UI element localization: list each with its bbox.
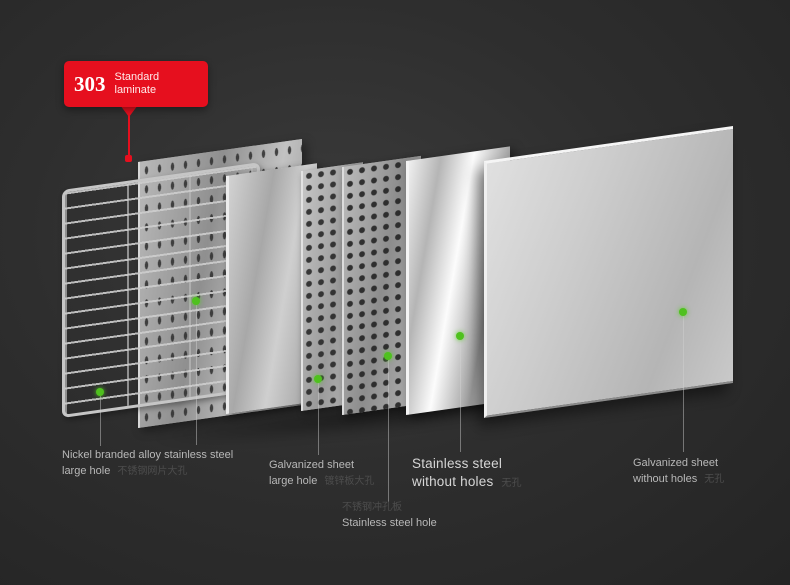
label-text: without holes [633, 472, 698, 485]
marker-dot [192, 297, 200, 305]
label-galvanized-large-hole: Galvanized sheet large hole 镀锌板大孔 [269, 458, 409, 490]
label-text: Nickel branded alloy stainless steel [62, 449, 234, 461]
label-text-cn: 镀锌板大孔 [324, 475, 375, 487]
label-text: Galvanized sheet [269, 459, 354, 471]
label-text: Galvanized sheet [633, 457, 718, 469]
label-text: Stainless steel hole [342, 516, 437, 529]
label-text: large hole [269, 474, 318, 487]
marker-dot [456, 332, 464, 340]
callout-dot [125, 155, 132, 162]
badge-number: 303 [74, 71, 106, 96]
badge-label: Standard laminate [114, 71, 160, 96]
label-text-cn: 不锈钢冲孔板 [342, 502, 402, 513]
galvanized-panel-no-holes [484, 126, 733, 418]
label-text: large hole [62, 464, 111, 477]
leader-line [388, 360, 389, 502]
label-text: Stainless steel [412, 456, 503, 471]
callout-arrow-icon [120, 105, 138, 117]
label-text-cn: 无孔 [501, 477, 522, 489]
leader-line [100, 396, 101, 446]
marker-dot [384, 352, 392, 360]
label-text-cn: 不锈钢网片大孔 [117, 465, 188, 477]
label-wire-rack: Nickel branded alloy stainless steel lar… [62, 448, 277, 480]
leader-line [460, 340, 461, 452]
marker-dot [96, 388, 104, 396]
leader-line [683, 316, 684, 452]
label-stainless-without-holes: Stainless steel without holes 无孔 [412, 455, 572, 490]
leader-line [318, 383, 319, 455]
callout-badge: 303 Standard laminate [64, 61, 208, 107]
label-stainless-hole: 不锈钢冲孔板 Stainless steel hole [342, 500, 482, 532]
callout-line [128, 115, 130, 157]
label-galvanized-without-holes: Galvanized sheet without holes 无孔 [633, 456, 783, 488]
label-text-cn: 无孔 [704, 473, 725, 485]
marker-dot [314, 375, 322, 383]
label-text: without holes [412, 473, 494, 489]
marker-dot [679, 308, 687, 316]
leader-line [196, 305, 197, 445]
